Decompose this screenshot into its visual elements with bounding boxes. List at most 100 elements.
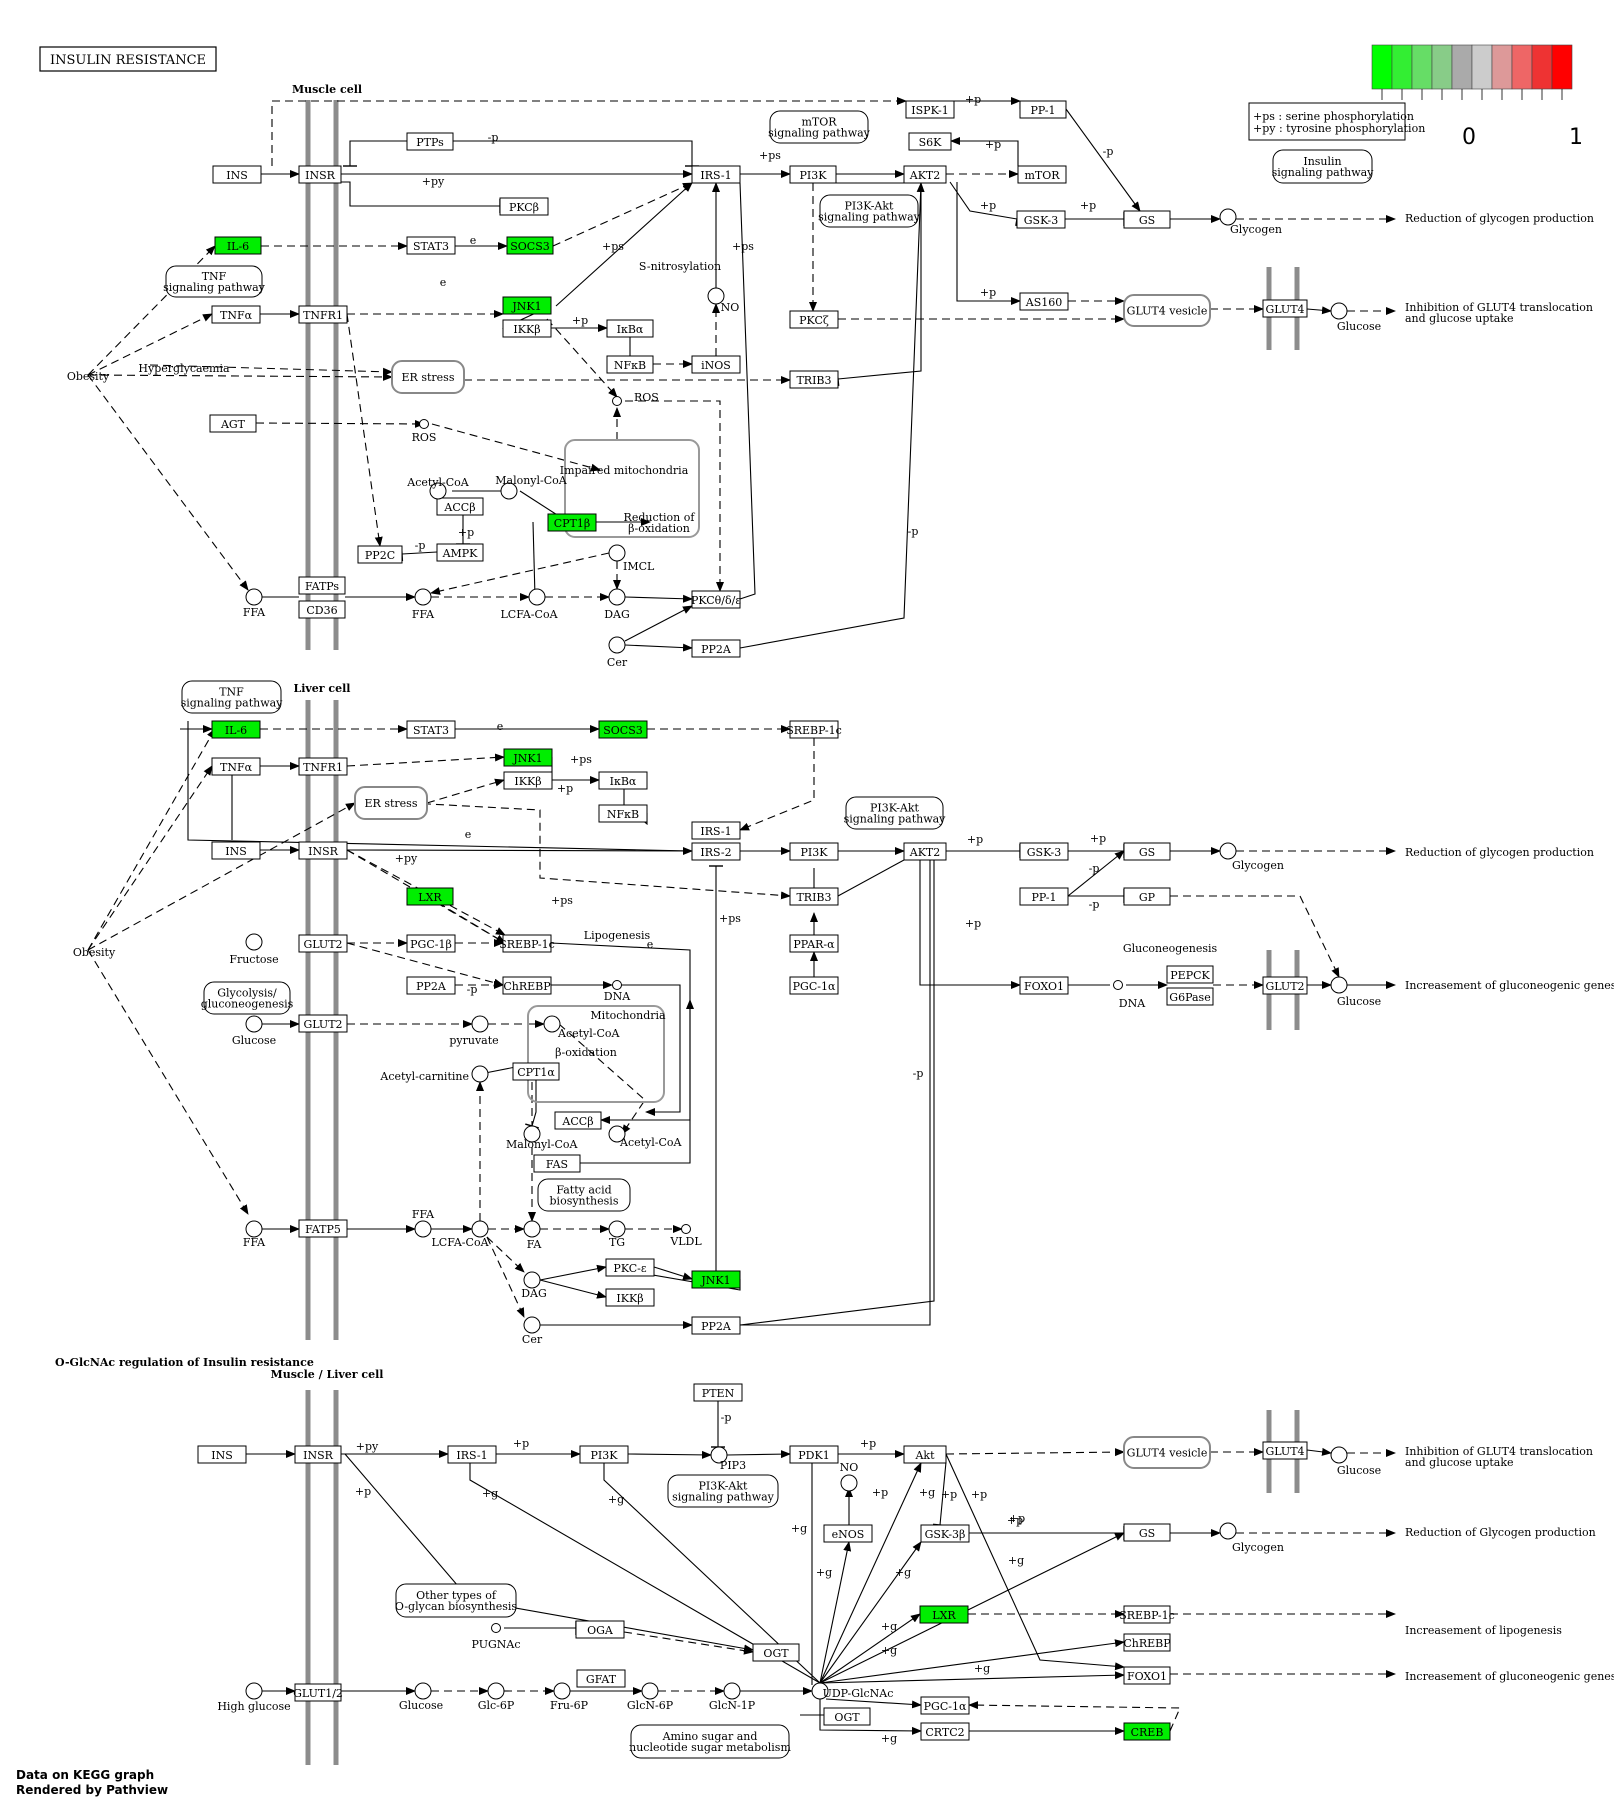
gene-box[interactable] — [1019, 976, 1069, 995]
map-link-box[interactable] — [845, 796, 944, 830]
gene-box[interactable] — [691, 1316, 741, 1335]
gene-box[interactable] — [691, 639, 741, 658]
gene-node-lxr[interactable]: LXR — [406, 887, 454, 906]
compound-cer[interactable]: Cer — [522, 1316, 543, 1346]
gene-box[interactable] — [294, 1445, 342, 1464]
gene-box[interactable] — [903, 842, 947, 861]
gene-box[interactable] — [693, 1383, 743, 1402]
gene-box[interactable] — [547, 513, 597, 532]
gene-box[interactable] — [1123, 1605, 1171, 1624]
gene-box[interactable] — [294, 1683, 342, 1702]
gene-box[interactable] — [1019, 842, 1069, 861]
gene-node-fatps[interactable]: FATPs — [298, 576, 346, 595]
map-link-er-stress[interactable]: ER stress — [391, 360, 465, 394]
gene-box[interactable] — [1262, 299, 1308, 318]
compound-circle[interactable] — [1219, 1522, 1237, 1540]
compound-circle[interactable] — [245, 933, 263, 951]
gene-box[interactable] — [406, 887, 454, 906]
gene-box[interactable] — [579, 1445, 629, 1464]
compound-circle[interactable] — [419, 419, 429, 429]
compound-circle[interactable] — [245, 1015, 263, 1033]
gene-node-ispk-1[interactable]: ISPK-1 — [905, 100, 955, 119]
gene-box[interactable] — [209, 414, 257, 433]
gene-node-foxo1[interactable]: FOXO1 — [1123, 1666, 1171, 1685]
gene-node-as160[interactable]: AS160 — [1019, 292, 1069, 311]
compound-circle[interactable] — [608, 1220, 626, 1238]
gene-box[interactable] — [823, 1524, 873, 1543]
gene-box[interactable] — [1019, 292, 1069, 311]
gene-box[interactable] — [1166, 987, 1214, 1006]
gene-node-i-b-[interactable]: IκBα — [606, 319, 654, 338]
gene-node-pkc-[interactable]: PKCθ/δ/ε — [691, 590, 741, 609]
gene-box[interactable] — [1123, 842, 1171, 861]
compound-glc-6p[interactable]: Glc-6P — [478, 1682, 515, 1712]
gene-box[interactable] — [576, 1669, 626, 1688]
gene-box[interactable] — [598, 804, 648, 823]
gene-node-nf-b[interactable]: NFκB — [598, 804, 648, 823]
compound-circle[interactable] — [245, 1682, 263, 1700]
map-link-box[interactable] — [667, 1474, 779, 1508]
gene-box[interactable] — [789, 310, 839, 329]
compound-circle[interactable] — [414, 588, 432, 606]
gene-box[interactable] — [605, 1288, 655, 1307]
gene-box[interactable] — [598, 720, 648, 739]
gene-node-pkc-[interactable]: PKCζ — [789, 310, 839, 329]
compound-circle[interactable] — [608, 1125, 626, 1143]
gene-box[interactable] — [298, 841, 348, 860]
gene-node-pi3k[interactable]: PI3K — [789, 842, 839, 861]
compound-circle[interactable] — [523, 1220, 541, 1238]
gene-node-pp2a[interactable]: PP2A — [691, 1316, 741, 1335]
compound-pyruvate[interactable]: pyruvate — [449, 1015, 499, 1047]
compound-circle[interactable] — [523, 1316, 541, 1334]
gene-box[interactable] — [789, 165, 837, 184]
gene-box[interactable] — [211, 305, 261, 324]
gene-box[interactable] — [298, 576, 346, 595]
compound-glucose[interactable]: Glucose — [399, 1682, 443, 1712]
map-link-box[interactable] — [537, 1178, 631, 1212]
gene-node-srebp-1c[interactable]: SREBP-1c — [499, 934, 555, 953]
gene-node-pepck[interactable]: PEPCK — [1166, 965, 1214, 984]
gene-box[interactable] — [503, 771, 553, 790]
compound-circle[interactable] — [641, 1682, 659, 1700]
gene-node-srebp-1c[interactable]: SREBP-1c — [786, 720, 842, 739]
gene-node-akt2[interactable]: AKT2 — [903, 842, 947, 861]
gene-node-srebp-1c[interactable]: SREBP-1c — [1119, 1605, 1175, 1624]
compound-lcfa-coa[interactable]: LCFA-CoA — [500, 588, 559, 621]
gene-node-glut4[interactable]: GLUT4 — [1262, 1441, 1308, 1460]
gene-box[interactable] — [606, 319, 654, 338]
gene-box[interactable] — [197, 1445, 247, 1464]
compound-glycogen[interactable]: Glycogen — [1219, 208, 1282, 236]
compound-circle[interactable] — [1330, 1446, 1348, 1464]
compound-circle[interactable] — [528, 588, 546, 606]
compound-dag[interactable]: DAG — [604, 588, 630, 621]
gene-box[interactable] — [789, 720, 839, 739]
gene-node-pp2c[interactable]: PP2C — [357, 545, 403, 564]
compound-dna[interactable]: DNA — [1113, 980, 1147, 1011]
compound-circle[interactable] — [1219, 842, 1237, 860]
gene-box[interactable] — [1166, 965, 1214, 984]
compound-acetyl-coa[interactable]: Acetyl-CoA — [543, 1015, 621, 1040]
gene-node-pkc-[interactable]: PKCβ — [499, 197, 549, 216]
gene-node-jnk1[interactable]: JNK1 — [691, 1270, 741, 1289]
gene-node-pten[interactable]: PTEN — [693, 1383, 743, 1402]
gene-node-jnk1[interactable]: JNK1 — [503, 748, 553, 767]
gene-box[interactable] — [503, 748, 553, 767]
gene-node-inos[interactable]: iNOS — [691, 355, 741, 374]
gene-box[interactable] — [447, 1445, 497, 1464]
gene-node-stat3[interactable]: STAT3 — [406, 720, 456, 739]
gene-box[interactable] — [691, 821, 741, 840]
gene-box[interactable] — [506, 236, 554, 255]
compound-circle[interactable] — [608, 588, 626, 606]
gene-node-nf-b[interactable]: NFκB — [606, 355, 654, 374]
compound-glucose[interactable]: Glucose — [1330, 302, 1381, 333]
gene-node-chrebp[interactable]: ChREBP — [502, 976, 552, 995]
compound-circle[interactable] — [1219, 208, 1237, 226]
gene-node-glut1-2[interactable]: GLUT1/2 — [293, 1683, 343, 1702]
gene-node-ikk-[interactable]: IKKβ — [605, 1288, 655, 1307]
map-link-er-stress[interactable]: ER stress — [354, 786, 428, 820]
map-link-box[interactable] — [203, 981, 291, 1015]
